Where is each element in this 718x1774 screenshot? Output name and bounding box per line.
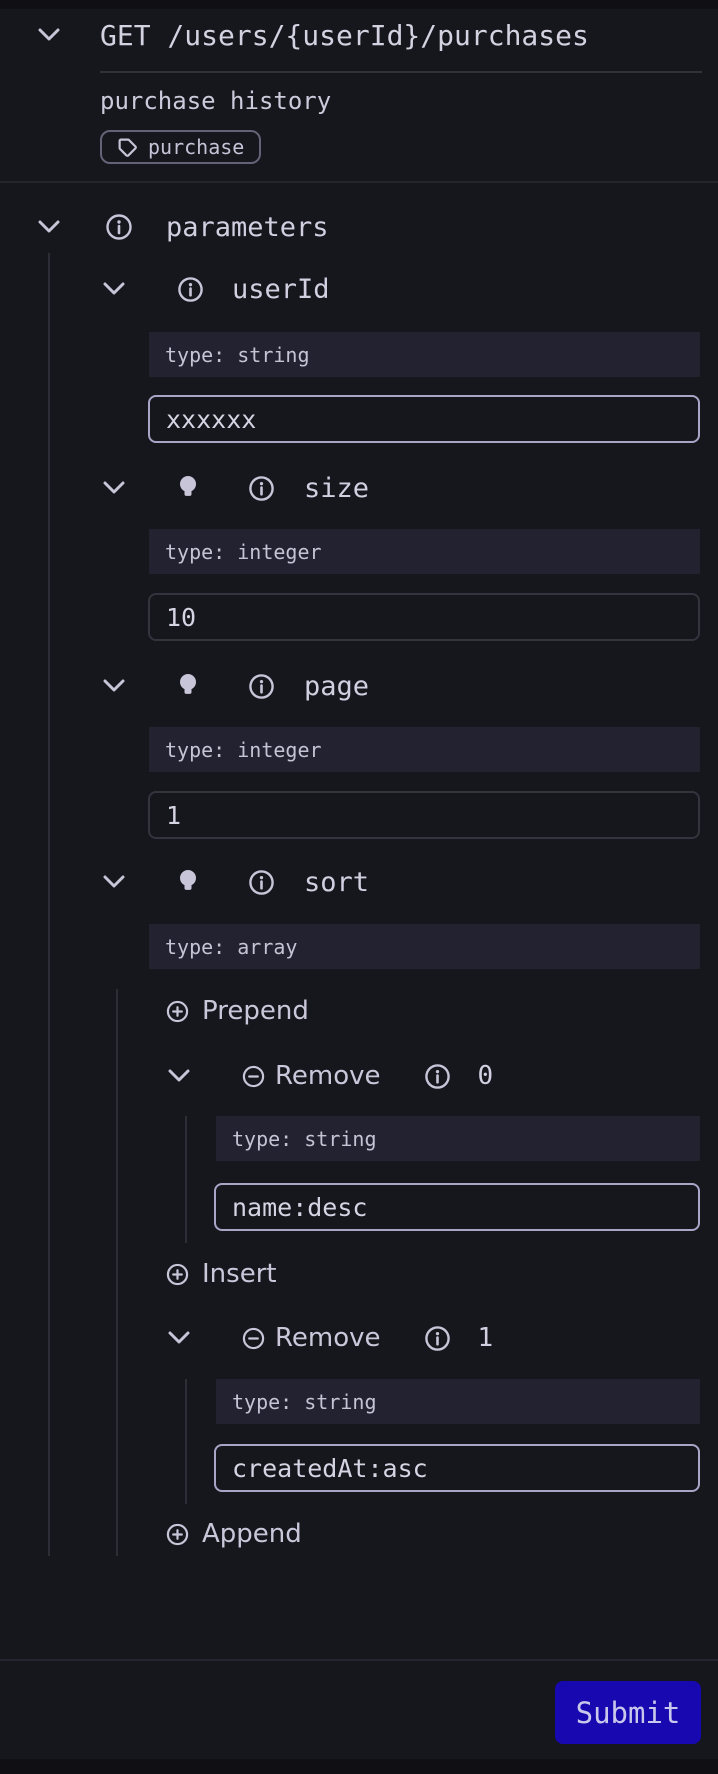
info-icon[interactable]	[105, 213, 133, 241]
prepend-button[interactable]: Prepend	[118, 989, 718, 1033]
param-name-sort: sort	[304, 866, 370, 898]
footer-bar: Submit	[0, 1661, 718, 1759]
param-value-input-page[interactable]	[148, 791, 700, 839]
param-name-size: size	[304, 472, 370, 504]
param-value-input-size[interactable]	[148, 593, 700, 641]
insert-button[interactable]: Insert	[118, 1252, 718, 1296]
info-icon[interactable]	[248, 869, 275, 896]
title-divider	[100, 71, 702, 73]
array-item-index: 1	[477, 1323, 494, 1353]
operation-description: purchase history	[100, 87, 332, 115]
param-type-badge: type: array	[149, 924, 700, 969]
lightbulb-icon	[180, 674, 196, 700]
panel-top-edge	[0, 0, 718, 9]
array-item-row-0[interactable]: Remove 0	[118, 1054, 718, 1098]
chevron-down-icon[interactable]	[38, 28, 60, 42]
minus-circle-icon	[242, 1065, 265, 1088]
operation-title-row[interactable]: GET /users/{userId}/purchases	[0, 17, 718, 53]
chevron-down-icon[interactable]	[38, 220, 60, 234]
tag-badge: purchase	[100, 130, 262, 164]
prepend-label: Prepend	[202, 996, 309, 1026]
param-value-input-userid[interactable]	[148, 395, 700, 443]
empty-space	[0, 1556, 718, 1659]
section-divider	[0, 181, 718, 183]
operation-title: GET /users/{userId}/purchases	[100, 18, 589, 52]
array-item-1-children: type: string	[185, 1379, 718, 1504]
chevron-down-icon[interactable]	[103, 875, 125, 889]
param-name-page: page	[304, 670, 370, 702]
info-icon[interactable]	[248, 475, 275, 502]
tag-icon	[117, 137, 138, 158]
param-row-size[interactable]: size	[50, 466, 718, 510]
array-item-value-input-1[interactable]	[214, 1444, 700, 1492]
chevron-down-icon[interactable]	[103, 679, 125, 693]
info-icon[interactable]	[248, 673, 275, 700]
footer-divider	[0, 1659, 718, 1661]
remove-item-button[interactable]: Remove	[242, 1061, 381, 1091]
item-type-badge: type: string	[216, 1116, 700, 1161]
array-item-index: 0	[477, 1061, 494, 1091]
lightbulb-icon	[180, 476, 196, 502]
submit-button[interactable]: Submit	[555, 1681, 701, 1744]
plus-circle-icon	[166, 1000, 189, 1023]
insert-label: Insert	[202, 1259, 277, 1289]
param-row-sort[interactable]: sort	[50, 860, 718, 904]
info-icon[interactable]	[424, 1325, 451, 1352]
param-type-badge: type: integer	[149, 529, 700, 574]
param-name-userid: userId	[232, 273, 330, 305]
minus-circle-icon	[242, 1327, 265, 1350]
operation-header: GET /users/{userId}/purchases purchase h…	[0, 9, 718, 164]
sort-array-children: Prepend Remove	[116, 989, 718, 1556]
tag-label: purchase	[148, 135, 245, 159]
append-button[interactable]: Append	[118, 1512, 718, 1556]
remove-item-button[interactable]: Remove	[242, 1323, 381, 1353]
item-type-badge: type: string	[216, 1379, 700, 1424]
chevron-down-icon[interactable]	[103, 481, 125, 495]
chevron-down-icon[interactable]	[103, 282, 125, 296]
array-item-row-1[interactable]: Remove 1	[118, 1316, 718, 1360]
param-type-badge: type: integer	[149, 727, 700, 772]
array-item-value-input-0[interactable]	[214, 1183, 700, 1231]
param-row-page[interactable]: page	[50, 664, 718, 708]
remove-label: Remove	[275, 1061, 381, 1091]
param-type-badge: type: string	[149, 332, 700, 377]
plus-circle-icon	[166, 1523, 189, 1546]
parameters-section-label: parameters	[166, 211, 329, 243]
chevron-down-icon[interactable]	[168, 1331, 190, 1345]
parameters-header-row[interactable]: parameters	[0, 201, 718, 253]
parameters-children: userId type: string size type: integer	[48, 253, 718, 1556]
array-item-0-children: type: string	[185, 1116, 718, 1243]
panel-bottom-edge	[0, 1759, 718, 1774]
remove-label: Remove	[275, 1323, 381, 1353]
append-label: Append	[202, 1519, 302, 1549]
plus-circle-icon	[166, 1263, 189, 1286]
param-row-userid[interactable]: userId	[50, 267, 718, 311]
lightbulb-icon	[180, 870, 196, 896]
info-icon[interactable]	[177, 276, 204, 303]
info-icon[interactable]	[424, 1063, 451, 1090]
chevron-down-icon[interactable]	[168, 1069, 190, 1083]
